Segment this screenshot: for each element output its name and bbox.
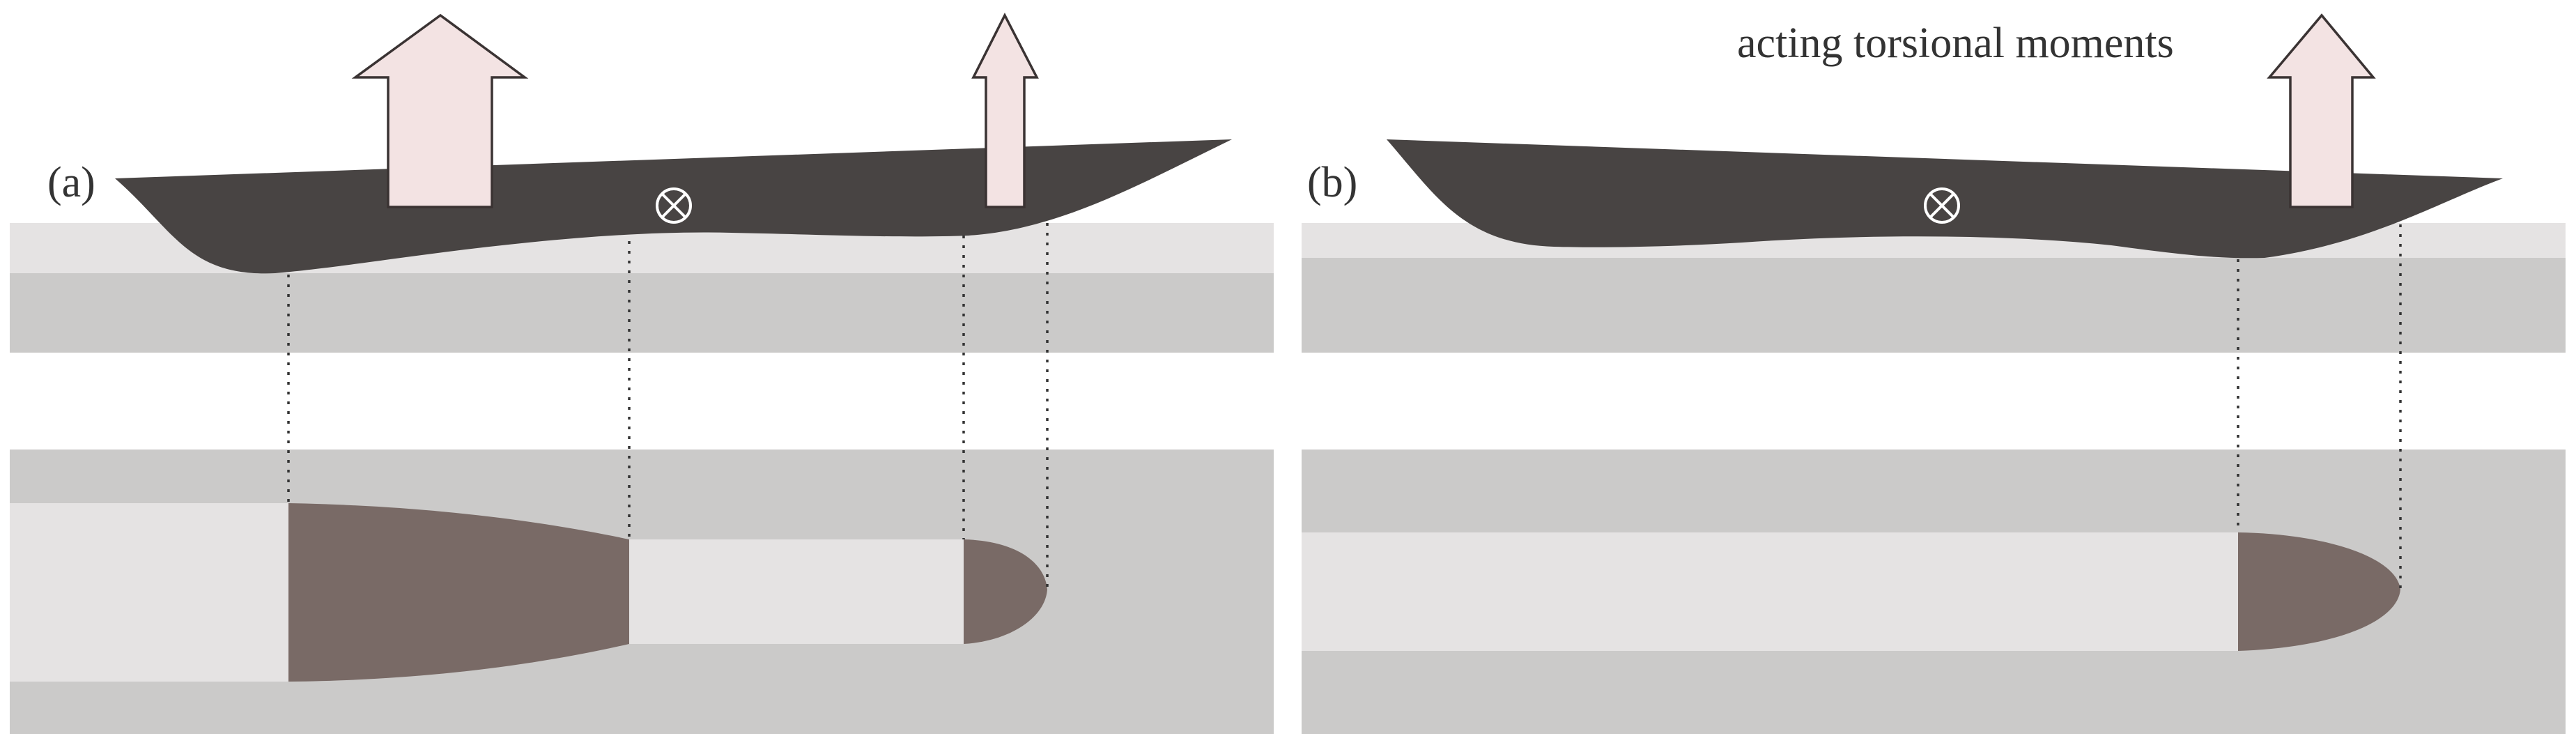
panel-a-modified-region-2	[964, 539, 1047, 644]
panel-a-inner-strip-left	[10, 503, 290, 682]
up-arrow-icon	[2267, 13, 2376, 208]
panel-b-top-band	[1302, 223, 2566, 353]
panel-a-top-band	[10, 223, 1274, 353]
circled-times-icon	[656, 187, 692, 224]
up-arrow-icon	[351, 13, 529, 208]
panel-a-bottom-band	[10, 450, 1274, 734]
panel-b-inner-strip	[1302, 532, 2238, 651]
panel-a: (a)	[10, 13, 1274, 734]
annotation-acting-torsional-moments: acting torsional moments	[1737, 20, 2174, 67]
up-arrow-icon	[971, 13, 1039, 208]
panel-b-modified-region	[2238, 532, 2400, 651]
panel-b-wing-section	[1387, 139, 2503, 259]
panel-a-label: (a)	[47, 159, 95, 206]
panel-b-bottom-band	[1302, 450, 2566, 734]
panel-a-inner-strip-middle	[629, 539, 964, 644]
panel-b: (b) acting torsional moments	[1302, 13, 2566, 734]
panel-b-label: (b)	[1307, 159, 1357, 206]
panel-a-modified-region-1	[288, 503, 629, 682]
circled-times-icon	[1924, 187, 1960, 224]
